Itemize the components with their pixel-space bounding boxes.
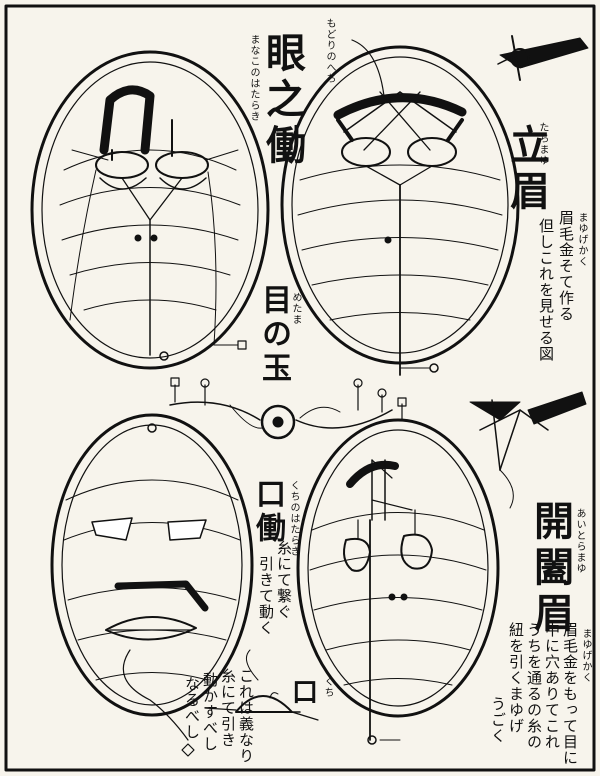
open-eyebrow-note-4: 紐を引くまゆげ <box>507 622 525 734</box>
mouth-mechanism-title: 口働 <box>250 478 285 546</box>
mask-top-right <box>280 39 520 376</box>
mask-top-left <box>30 50 270 370</box>
eyeball-mechanism <box>169 377 407 440</box>
open-eyebrow-note-1: 眉毛金をもって目に <box>561 622 579 766</box>
standing-eyebrow-title: 立眉 <box>503 124 550 216</box>
mask-bottom-left <box>50 413 254 757</box>
lower-left-note-2: 糸にて引き <box>219 668 237 748</box>
lower-left-note-3: 動かすべし <box>201 672 219 752</box>
mouth-label: 口 <box>292 678 319 708</box>
standing-eyebrow-note-1: 眉毛金そて作る <box>557 210 575 322</box>
mouth-reading: くち <box>322 676 333 698</box>
lower-left-note-1: これは義なり <box>237 668 255 764</box>
mouth-mechanism-note-1: 糸にて繋ぐ <box>275 540 293 620</box>
mouth-piece-icon <box>204 649 319 721</box>
eyebrow-fan-icon <box>469 391 587 509</box>
eye-mechanism-title: 眼之働 <box>259 32 306 170</box>
page-border <box>4 4 596 772</box>
open-eyebrow-note-3: うちを通るの糸の <box>525 622 543 750</box>
standing-eyebrow-reading: たちまゆ <box>537 122 548 166</box>
standing-eyebrow-note-2: 但しこれを見せる図 <box>537 218 555 362</box>
mask-bottom-right <box>296 418 500 745</box>
eyeball-title: 目の玉 <box>256 284 291 386</box>
open-eyebrow-note-5: うごく <box>489 696 507 744</box>
standing-eyebrow-note-reading: まゆげかく <box>576 212 587 267</box>
lower-left-note-4: なるべし <box>183 676 201 740</box>
open-eyebrow-reading: あいとらまゆ <box>574 508 585 574</box>
open-eyebrow-note-reading: まゆげかく <box>580 628 591 683</box>
eyeball-reading: めたま <box>290 292 301 325</box>
open-eyebrow-note-2: 中に穴ありてこれ <box>543 622 561 750</box>
mouth-mechanism-note-2: 引きて動く <box>257 556 275 636</box>
mouth-mechanism-reading: くちのはたらき <box>288 480 299 557</box>
eye-mechanism-reading: まなこのはたらき <box>248 34 259 122</box>
string-label: もどりのへち <box>324 18 335 84</box>
open-eyebrow-title: 開闔眉 <box>527 500 574 638</box>
eyebrow-part-icon <box>497 35 589 81</box>
